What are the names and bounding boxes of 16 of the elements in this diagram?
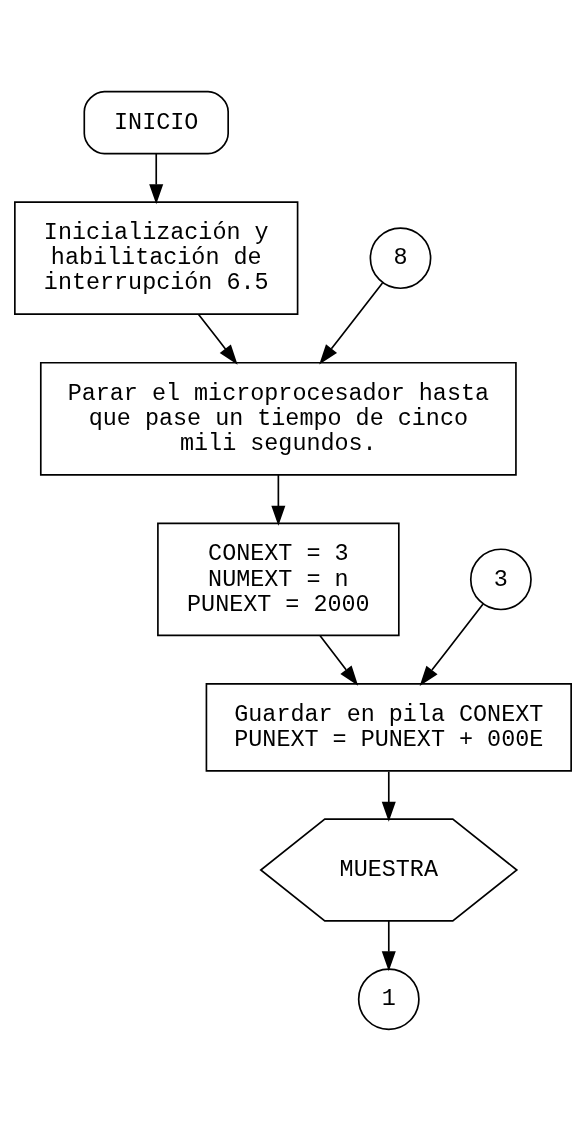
arrow	[149, 152, 164, 205]
node-box: Guardar en pila CONEXT PUNEXT = PUNEXT + 000E	[205, 683, 572, 772]
node-box: Inicialización y habilitación de interrupción 6.5	[14, 201, 299, 316]
node-circle: 8	[369, 227, 432, 290]
node-circle: 3	[469, 548, 532, 611]
arrow	[271, 474, 286, 526]
arrow	[381, 770, 396, 822]
arrow	[319, 282, 384, 365]
arrow	[319, 634, 359, 686]
node-box: INICIO	[83, 90, 229, 155]
arrow	[381, 919, 396, 972]
node-box: CONEXT = 3 NUMEXT = n PUNEXT = 2000	[157, 522, 400, 637]
arrow	[419, 603, 484, 686]
node-box: Parar el microprocesador hasta que pase un tiempo de cinco mili segundos.	[39, 361, 517, 476]
node-circle: 1	[357, 968, 420, 1031]
arrow	[197, 313, 238, 365]
